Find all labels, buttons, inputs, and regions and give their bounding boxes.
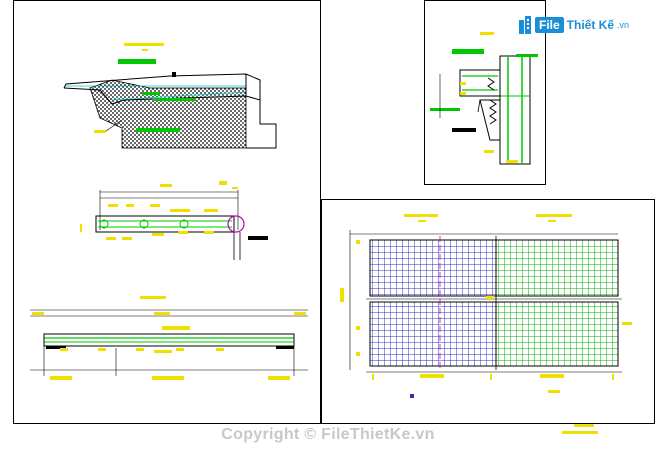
sheet-frame-bottom-right [321,199,655,424]
sheet-frame-top-right [424,0,546,185]
brand-badge: File [535,17,564,33]
joint-detail-view [430,32,538,165]
building-icon [518,16,532,34]
detail-view-middle [80,181,268,260]
mesh-plan-view [340,214,632,434]
copyright-watermark: Copyright © FileThietKe.vn [221,426,435,443]
sheet-frame-left [13,0,321,424]
section-view-top [63,43,277,149]
brand-logo[interactable]: File Thiết Kế .vn [518,16,629,34]
brand-domain: .vn [617,20,630,30]
brand-name: Thiết Kế [566,18,615,32]
elevation-view-bottom [30,296,308,380]
building-icon-shape [519,16,531,34]
